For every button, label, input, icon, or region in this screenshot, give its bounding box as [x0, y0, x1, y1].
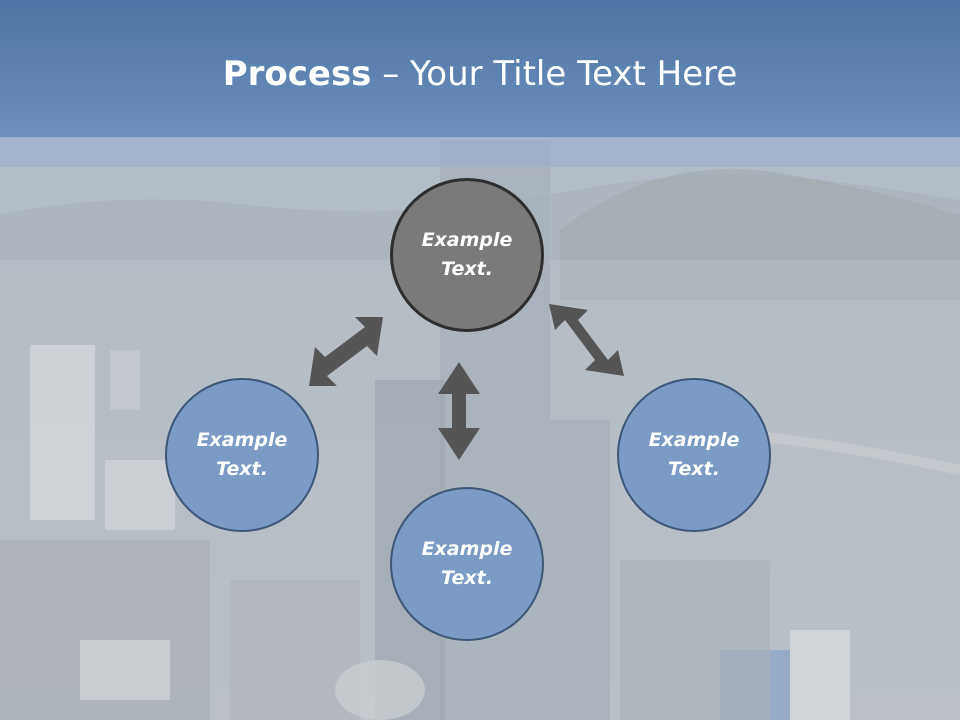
- vertical-double-arrow: [438, 362, 480, 460]
- title-bar-strip: [0, 137, 960, 167]
- diagram-node-left: Example Text.: [165, 378, 319, 532]
- node-label-line2: Text.: [668, 458, 720, 480]
- title-bar: [0, 0, 960, 137]
- title-bold-part: Process: [222, 54, 372, 94]
- node-label-line2: Text.: [216, 458, 268, 480]
- diagram-node-top: Example Text.: [390, 178, 544, 332]
- diagram-node-right: Example Text.: [617, 378, 771, 532]
- slide-title: Process – Your Title Text Here: [0, 52, 960, 96]
- node-label-line2: Text.: [441, 567, 493, 589]
- title-rest-part: – Your Title Text Here: [371, 54, 738, 94]
- node-label-line1: Example: [196, 429, 288, 451]
- diagram-node-bottom: Example Text.: [390, 487, 544, 641]
- node-label-line1: Example: [648, 429, 740, 451]
- node-label-line2: Text.: [441, 258, 493, 280]
- node-label-line1: Example: [421, 538, 513, 560]
- left-diagonal-double-arrow: [309, 317, 383, 386]
- right-diagonal-double-arrow: [549, 304, 624, 376]
- node-label-line1: Example: [421, 229, 513, 251]
